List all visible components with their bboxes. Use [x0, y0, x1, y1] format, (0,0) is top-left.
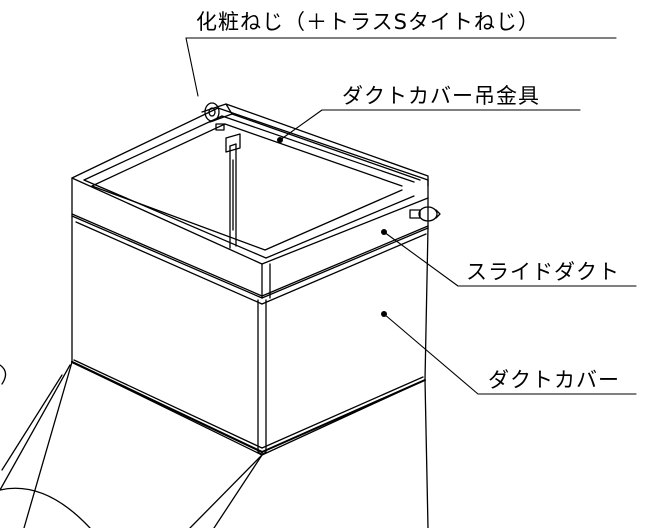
leader-duct-cover	[383, 313, 637, 395]
leader-dot-slide-duct	[381, 229, 387, 235]
screw-right	[409, 206, 441, 222]
duct-cover-hanger-bracket	[201, 103, 429, 249]
screw-left	[204, 102, 225, 131]
leader-dot-duct-cover	[381, 311, 387, 317]
leader-dot-hanger	[277, 137, 283, 143]
drawing-linework	[0, 37, 637, 528]
leader-screw	[185, 37, 617, 97]
lower-chute	[0, 361, 429, 528]
label-slide-duct: スライドダクト	[466, 260, 620, 284]
leader-slide-duct	[383, 231, 637, 287]
label-duct-cover: ダクトカバー	[488, 368, 620, 392]
leader-hanger	[279, 109, 581, 141]
slide-duct-box	[71, 107, 429, 305]
label-decorative-screw: 化粧ねじ（＋トラスSタイトねじ）	[196, 10, 540, 34]
leader-lines	[185, 37, 637, 395]
leader-dots	[277, 137, 387, 317]
duct-cover-box	[70, 215, 429, 456]
label-duct-cover-hanger: ダクトカバー吊金具	[342, 84, 540, 108]
